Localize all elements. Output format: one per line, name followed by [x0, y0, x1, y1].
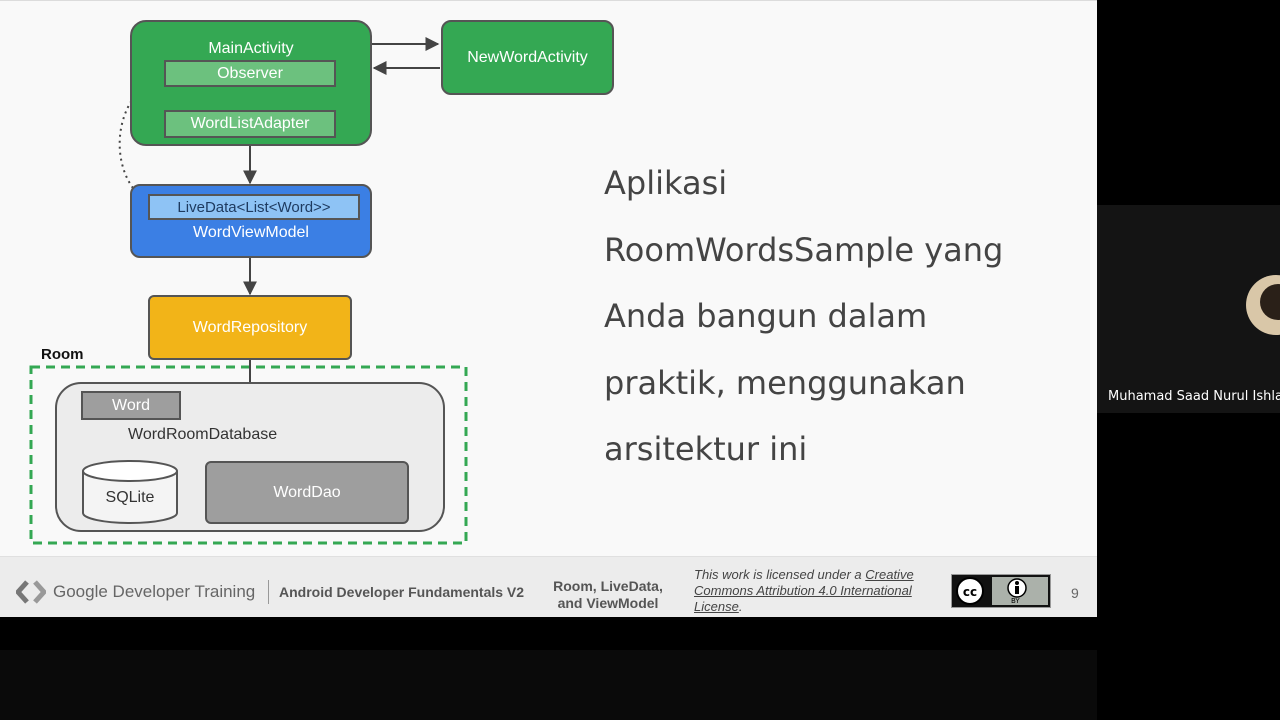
slide-footer [0, 556, 1097, 617]
new-word-activity-box: NewWordActivity [441, 20, 614, 95]
word-room-database-label: WordRoomDatabase [128, 426, 278, 443]
cc-icon: cc [956, 577, 984, 605]
word-dao-box: WordDao [205, 461, 409, 524]
footer-divider [268, 580, 269, 604]
license-link[interactable]: Commons Attribution 4.0 International [694, 583, 912, 598]
footer-topic-line: Room, LiveData, [553, 578, 663, 594]
footer-topic-line: and ViewModel [557, 595, 659, 611]
room-label: Room [41, 346, 84, 363]
license-suffix: . [738, 599, 743, 614]
page-number: 9 [1071, 585, 1079, 601]
word-repository-label: WordRepository [192, 318, 308, 336]
cc-by-badge: cc BY [951, 574, 1051, 608]
sqlite-cylinder [82, 460, 178, 524]
livedata-box: LiveData<List<Word>> [148, 194, 360, 220]
participant-name: Muhamad Saad Nurul Ishlah [1108, 389, 1280, 404]
svg-text:cc: cc [963, 585, 977, 599]
license-text: This work is licensed under a Creative C… [694, 567, 939, 615]
footer-course: Android Developer Fundamentals V2 [279, 584, 525, 600]
google-developers-logo-icon [16, 580, 46, 604]
license-link[interactable]: License [694, 599, 739, 614]
slide-edge [0, 0, 1097, 1]
word-repository-box: WordRepository [148, 295, 352, 360]
license-link[interactable]: Creative [865, 567, 914, 582]
slide-line: RoomWordsSample yang [604, 230, 1004, 269]
footer-topic: Room, LiveData, and ViewModel [546, 578, 670, 612]
slide: MainActivity Observer WordListAdapter Ne… [0, 0, 1097, 617]
footer-brand: Google Developer Training [53, 582, 256, 601]
slide-body-text: Aplikasi RoomWordsSample yang Anda bangu… [604, 150, 1003, 483]
word-list-adapter-box: WordListAdapter [164, 110, 336, 138]
word-entity-box: Word [81, 391, 181, 420]
participant-avatar-icon [1246, 275, 1280, 335]
word-view-model-label: WordViewModel [193, 224, 309, 241]
main-activity-label: MainActivity [208, 40, 294, 57]
slide-line: arsitektur ini [604, 430, 808, 468]
word-dao-label: WordDao [273, 483, 341, 501]
word-entity-label: Word [112, 396, 150, 414]
sqlite-label: SQLite [105, 489, 155, 506]
slide-line: Anda bangun dalam [604, 297, 928, 335]
observer-label: Observer [217, 64, 283, 82]
word-list-adapter-label: WordListAdapter [190, 115, 310, 132]
room-boundary [29, 365, 468, 545]
license-prefix: This work is licensed under a [694, 567, 862, 582]
observer-box: Observer [164, 60, 336, 87]
slide-line: praktik, menggunakan [604, 363, 966, 402]
lower-black-band [0, 650, 1097, 720]
slide-line: Aplikasi [604, 164, 728, 202]
attribution-person-icon [1007, 578, 1027, 598]
cc-by-label: BY [1011, 597, 1020, 605]
new-word-activity-label: NewWordActivity [467, 48, 588, 66]
livedata-label: LiveData<List<Word>> [177, 198, 331, 216]
participant-video-tile[interactable] [1097, 205, 1280, 413]
